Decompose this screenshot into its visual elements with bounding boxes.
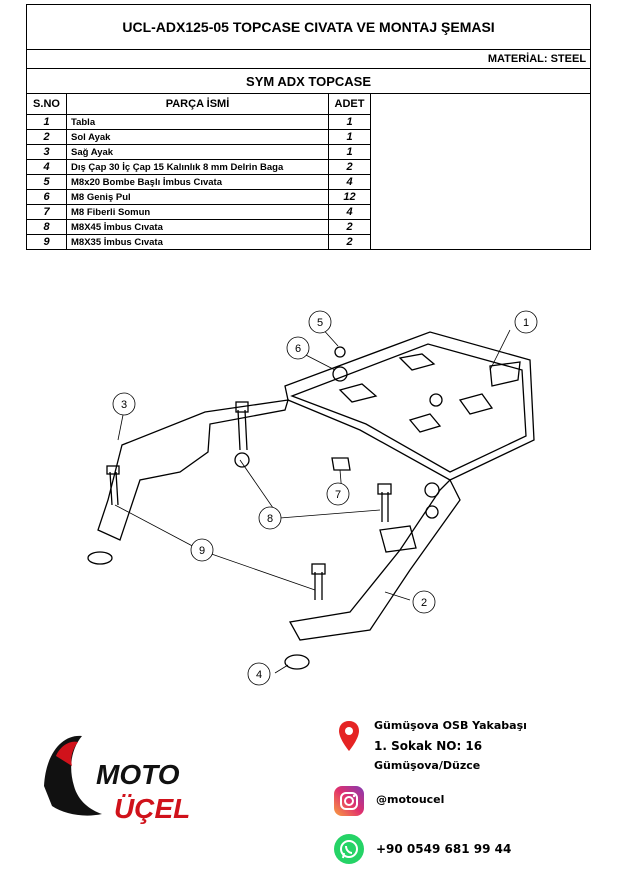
phone-number[interactable]: +90 0549 681 99 44 (376, 842, 512, 856)
whatsapp-icon (334, 834, 364, 864)
svg-text:3: 3 (121, 399, 127, 411)
svg-text:MOTO: MOTO (96, 759, 180, 790)
material-label: MATERİAL: STEEL (25, 49, 592, 69)
callout-2 (412, 590, 436, 614)
contact-block: Gümüşova OSB Yakabaşı 1. Sokak NO: 16 Gü… (334, 716, 594, 866)
callout-8 (258, 506, 282, 530)
top-plate (284, 331, 535, 481)
parts-table: UCL-ADX125-05 TOPCASE CIVATA VE MONTAJ Ş… (25, 4, 592, 250)
svg-text:4: 4 (256, 669, 262, 681)
motorcycle-rider-icon: MOTO ÜÇEL (44, 735, 190, 824)
parts-sheet: UCL-ADX125-05 TOPCASE CIVATA VE MONTAJ Ş… (25, 4, 592, 250)
nut-7 (331, 457, 351, 471)
callout-6 (286, 336, 310, 360)
bolt-8 (237, 409, 248, 451)
callout-9 (190, 538, 214, 562)
moto-ucel-logo: MOTO ÜÇEL (34, 726, 224, 826)
assembly-diagram: 1 2 3 4 5 6 7 8 9 (30, 300, 590, 700)
svg-text:8: 8 (267, 513, 273, 525)
callout-1 (514, 310, 538, 334)
left-leg (288, 478, 461, 641)
exploded-view: 1 2 3 4 5 6 7 8 9 (87, 310, 538, 686)
header-qty: ADET (328, 93, 371, 115)
empty-cell (369, 93, 592, 250)
svg-text:ÜÇEL: ÜÇEL (114, 793, 190, 824)
svg-text:1: 1 (523, 317, 529, 329)
svg-text:9: 9 (199, 545, 205, 557)
spacer-bottom (284, 654, 310, 670)
bolt-5 (334, 346, 346, 358)
instagram-handle[interactable]: @motoucel (376, 793, 445, 806)
instagram-icon (334, 786, 364, 816)
callout-4 (247, 662, 271, 686)
header-no: S.NO (26, 93, 67, 115)
svg-text:6: 6 (295, 343, 301, 355)
svg-text:7: 7 (335, 489, 341, 501)
callout-5 (308, 310, 332, 334)
product-subtitle: SYM ADX TOPCASE (25, 68, 592, 94)
spacer-left (87, 551, 113, 565)
bolt-9 (314, 572, 323, 600)
document-title: UCL-ADX125-05 TOPCASE CIVATA VE MONTAJ Ş… (25, 4, 592, 50)
washer-6 (424, 482, 440, 498)
header-name: PARÇA İSMİ (66, 93, 329, 115)
svg-text:2: 2 (421, 597, 427, 609)
svg-text:5: 5 (317, 317, 323, 329)
map-pin-icon (339, 721, 359, 751)
callout-7 (326, 482, 350, 506)
address: Gümüşova OSB Yakabaşı 1. Sokak NO: 16 Gü… (374, 719, 527, 772)
right-leg (97, 399, 289, 541)
callout-3 (112, 392, 136, 416)
